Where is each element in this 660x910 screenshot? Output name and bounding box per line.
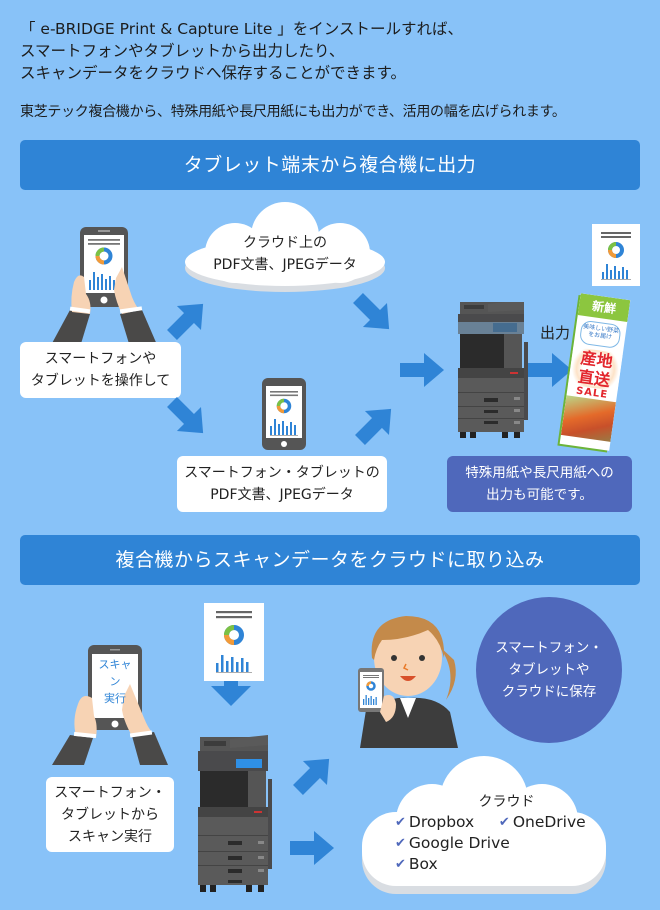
cloud-storage-shape — [185, 202, 385, 292]
check-icon: ✔ — [395, 815, 406, 830]
special-paper-line-1: 特殊用紙や長尺用紙への — [465, 465, 614, 481]
intro-line-2: スマートフォンやタブレットから出力したり、 — [20, 42, 345, 60]
device-label-line-2: PDF文書、JPEGデータ — [210, 487, 354, 503]
right-sleeve — [120, 310, 158, 347]
output-document — [592, 224, 640, 286]
arrow-center-to-printer — [400, 353, 444, 387]
check-icon: ✔ — [395, 857, 406, 872]
operate-label-box: スマートフォンや タブレットを操作して — [20, 342, 181, 398]
banner-vegetables-image — [560, 395, 616, 442]
tablet-screen-text: スキャン 実行 — [95, 656, 135, 707]
cloud-label-line-2: PDF文書、JPEGデータ — [213, 257, 357, 273]
cloud-services-shape — [362, 756, 606, 894]
printer-screen — [236, 759, 262, 768]
save-destination-circle: スマートフォン・ タブレットや クラウドに保存 — [476, 597, 622, 743]
scan-source-document — [204, 603, 264, 681]
multifunction-printer — [458, 302, 528, 438]
scan-label-line-2: タブレットから — [61, 806, 159, 823]
arrow-device-to-printer — [347, 396, 404, 453]
service-box: Box — [408, 855, 438, 873]
intro-line-3: スキャンデータをクラウドへ保存することができます。 — [20, 64, 406, 82]
hands-phone-illustration — [50, 227, 158, 347]
phone-home-button — [100, 296, 108, 304]
scan-label-line-1: スマートフォン・ — [54, 784, 166, 801]
operate-label-line-1: スマートフォンや — [44, 351, 157, 367]
operate-label-line-2: タブレットを操作して — [30, 373, 171, 389]
check-icon: ✔ — [395, 836, 406, 851]
service-onedrive: OneDrive — [512, 813, 586, 831]
service-dropbox: Dropbox — [408, 813, 475, 831]
save-circle-line-2: タブレットや — [508, 662, 590, 678]
cloud-service-items: ✔ Dropbox ✔ OneDrive ✔ Google Drive ✔ Bo… — [395, 812, 610, 875]
arrow-to-cloud-services — [290, 831, 334, 865]
device-data-label-box: スマートフォン・タブレットの PDF文書、JPEGデータ — [177, 456, 387, 512]
arrow-to-person — [285, 746, 342, 803]
bar-chart-icon — [216, 655, 249, 672]
section2-banner: 複合機からスキャンデータをクラウドに取り込み — [20, 535, 640, 585]
arrow-to-device-data — [159, 389, 216, 446]
save-circle-line-1: スマートフォン・ — [495, 640, 603, 656]
hands-tablet-illustration — [52, 645, 168, 765]
special-paper-line-2: 出力も可能です。 — [486, 487, 593, 503]
cloud-services-title: クラウド — [478, 794, 535, 810]
service-google-drive: Google Drive — [408, 834, 510, 852]
intro-note: 東芝テック複合機から、特殊用紙や長尺用紙にも出力ができ、活用の幅を広げられます。 — [20, 104, 566, 120]
woman-with-phone-illustration — [358, 616, 458, 748]
left-hand — [71, 275, 91, 314]
save-circle-line-3: クラウドに保存 — [501, 684, 597, 700]
long-paper-banner: 新鮮 美味しい野菜をお届け 産地 直送 SALE — [559, 293, 631, 451]
hair — [371, 616, 445, 660]
section1-banner: タブレット端末から複合機に出力 — [20, 140, 640, 190]
left-sleeve — [50, 310, 90, 347]
intro-text: 「 e-BRIDGE Print & Capture Lite 」をインストール… — [20, 18, 650, 84]
scan-button-text-1[interactable]: スキャン — [98, 658, 132, 688]
scan-button-text-2[interactable]: 実行 — [104, 692, 126, 705]
scan-label-line-3: スキャン実行 — [68, 828, 152, 845]
banner-top-label: 新鮮 — [577, 293, 631, 323]
right-hand — [114, 267, 140, 314]
cloud-label-line-1: クラウド上の — [243, 235, 327, 251]
check-icon: ✔ — [498, 815, 510, 830]
device-label-line-1: スマートフォン・タブレットの — [184, 465, 380, 481]
cloud-label: クラウド上の PDF文書、JPEGデータ — [185, 232, 385, 276]
multifunction-printer-scan — [198, 735, 272, 892]
phone-data-illustration — [262, 378, 306, 450]
output-label: 出力 — [540, 324, 571, 342]
bar-chart-icon — [602, 264, 628, 279]
bar-chart-icon — [270, 419, 296, 435]
cloud-services-list: クラウド ✔ Dropbox ✔ OneDrive ✔ Google Drive… — [395, 792, 610, 875]
special-paper-note: 特殊用紙や長尺用紙への 出力も可能です。 — [447, 456, 632, 512]
intro-line-1: 「 e-BRIDGE Print & Capture Lite 」をインストール… — [20, 20, 463, 38]
banner-bubble: 美味しい野菜をお届け — [578, 319, 622, 350]
scan-label-box: スマートフォン・ タブレットから スキャン実行 — [46, 777, 174, 852]
arrow-printer-to-output — [528, 353, 572, 387]
